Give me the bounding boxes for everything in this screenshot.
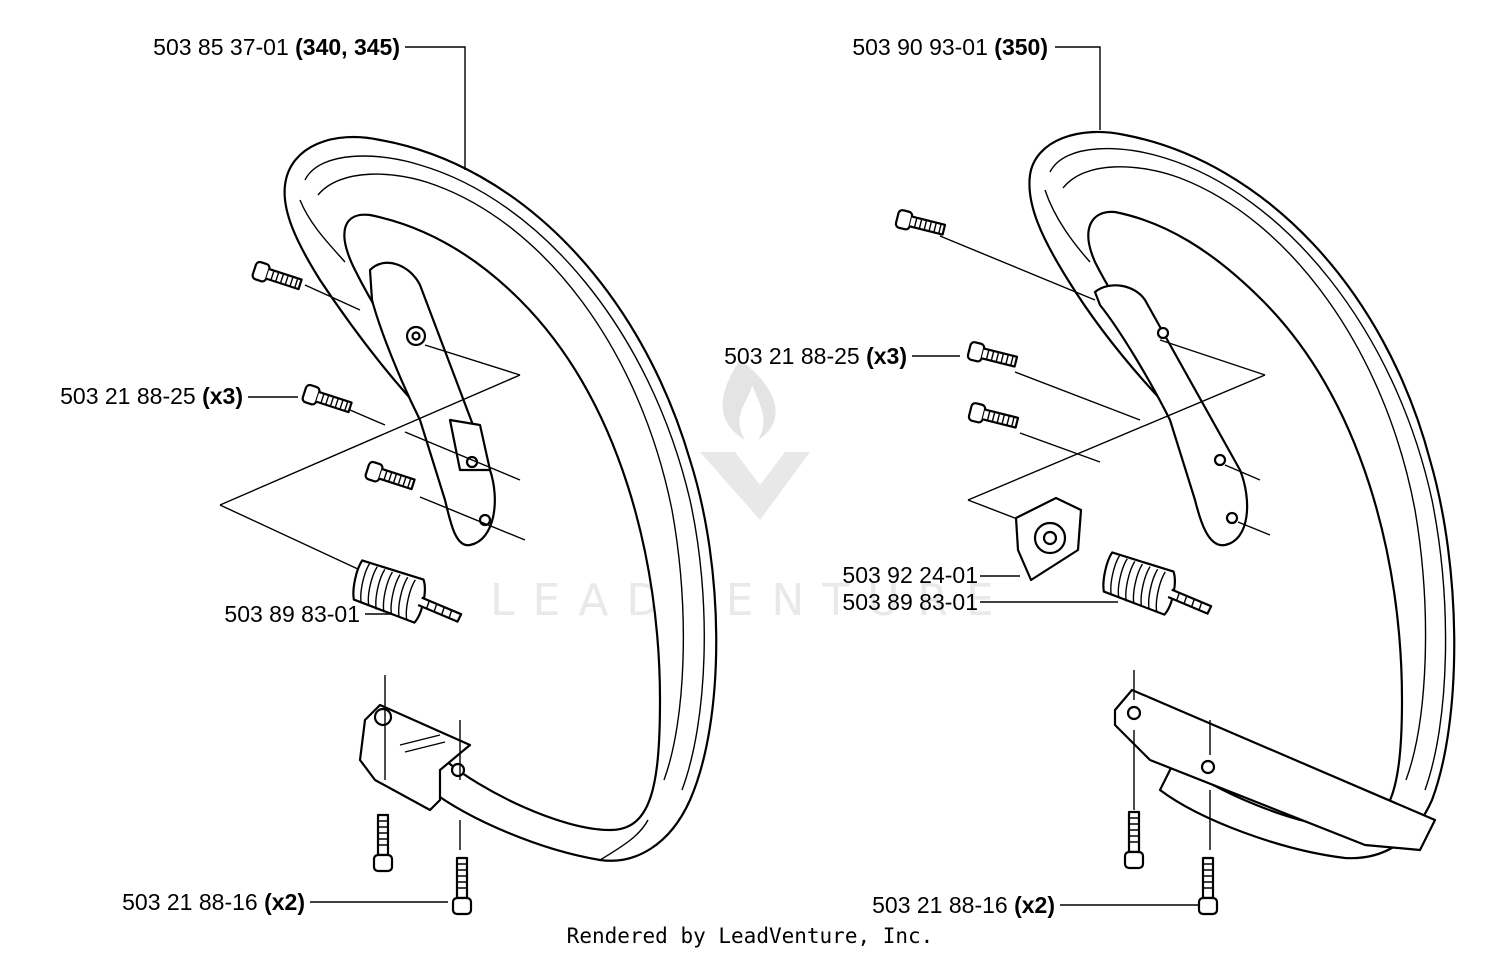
part-number: 503 90 93-01 [852,34,988,60]
right-damper-label: 503 89 83-01 [842,589,978,615]
screw-icon [1197,856,1219,916]
screw-icon [451,856,473,916]
part-number: 503 85 37-01 [153,34,289,60]
right-handle-bar [1028,130,1456,860]
flame-logo-icon [722,360,776,440]
part-number: 503 21 88-16 [872,892,1008,918]
screw-icon [363,459,417,495]
right-leader-lines [912,46,1271,906]
right-assembly: 503 90 93-01 (350) 503 21 88-25 (x3) 503… [724,34,1456,918]
screw-icon [1123,810,1145,870]
screw-icon [893,208,948,240]
right-hardware [893,208,1219,916]
model-qualifier: (340, 345) [295,34,400,60]
model-qualifier: (350) [994,34,1048,60]
left-screw-lower-label: 503 21 88-16 (x2) [122,889,305,915]
quantity-qualifier: (x2) [264,889,305,915]
screw-icon [966,401,1021,433]
left-handle-part-label: 503 85 37-01 (340, 345) [153,34,400,60]
part-number: 503 21 88-25 [60,383,196,409]
left-assembly: 503 85 37-01 (340, 345) 503 21 88-25 (x3… [60,34,718,916]
left-handle-bar [283,135,718,862]
left-screw-upper-label: 503 21 88-25 (x3) [60,383,243,409]
quantity-qualifier: (x3) [866,343,907,369]
screw-icon [300,382,354,418]
render-credit: Rendered by LeadVenture, Inc. [567,924,934,948]
right-screw-upper-label: 503 21 88-25 (x3) [724,343,907,369]
damper-spring-icon [1097,550,1219,625]
watermark: LEADVENTURE [490,360,1012,626]
part-number: 503 21 88-16 [122,889,258,915]
damper-spring-icon [347,558,469,633]
v-logo-icon [700,452,810,520]
screw-icon [372,813,394,873]
quantity-qualifier: (x2) [1014,892,1055,918]
watermark-text: LEADVENTURE [490,575,1012,626]
left-damper-label: 503 89 83-01 [224,601,360,627]
right-handle-part-label: 503 90 93-01 (350) [852,34,1048,60]
right-screw-lower-label: 503 21 88-16 (x2) [872,892,1055,918]
screw-icon [965,340,1020,372]
part-number: 503 21 88-25 [724,343,860,369]
left-leader-lines [219,46,526,903]
right-bracket-label: 503 92 24-01 [842,562,978,588]
quantity-qualifier: (x3) [202,383,243,409]
screw-icon [250,259,304,295]
bracket-icon [1014,496,1083,582]
